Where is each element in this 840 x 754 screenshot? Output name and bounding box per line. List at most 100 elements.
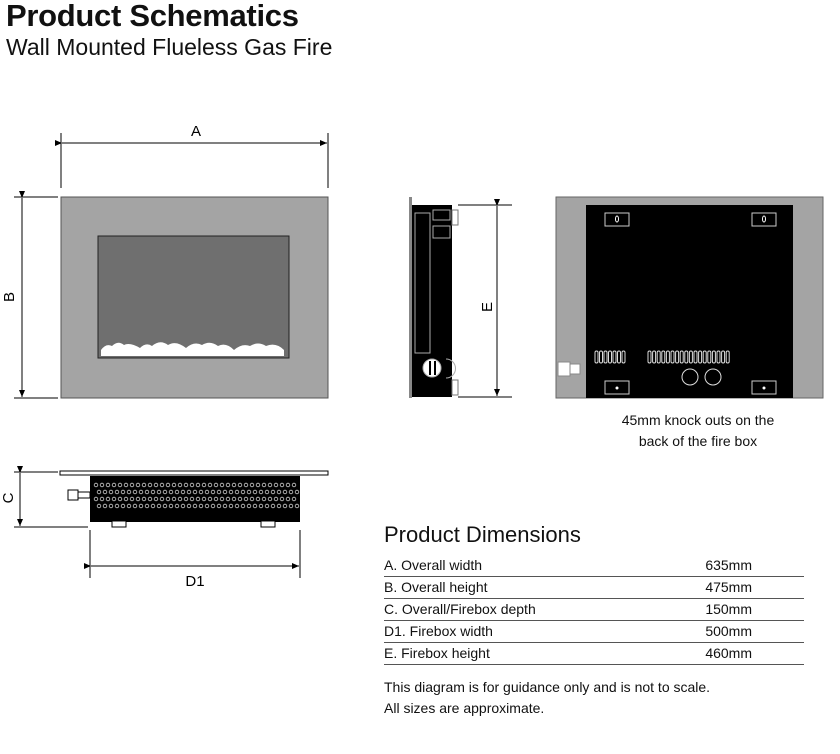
perforation-hole — [192, 503, 198, 509]
dimension-d1-label: D1 — [185, 573, 204, 590]
dimension-value: 475mm — [638, 576, 804, 599]
vent-slot — [721, 350, 726, 364]
perforation-hole — [120, 503, 126, 509]
dimension-label: A. Overall width — [384, 555, 639, 577]
perforation-hole — [195, 482, 201, 488]
perforation-hole — [159, 496, 165, 502]
perforation-hole — [258, 503, 264, 509]
perforation-hole — [261, 482, 267, 488]
perforation-hole — [198, 503, 204, 509]
perforation-hole — [219, 482, 225, 488]
vent-slot — [603, 350, 608, 364]
perforation-hole — [273, 482, 279, 488]
dimension-value: 460mm — [638, 642, 804, 665]
vent-slot — [725, 350, 730, 364]
perforation-hole — [93, 482, 99, 488]
top-view — [14, 466, 329, 578]
perforation-hole — [246, 489, 252, 495]
vent-slot — [621, 350, 626, 364]
perforation-hole — [165, 496, 171, 502]
perforation-hole — [111, 482, 117, 488]
perforation-hole — [195, 496, 201, 502]
perforation-hole — [141, 482, 147, 488]
perforation-hole — [228, 503, 234, 509]
perforation-hole — [189, 496, 195, 502]
back-view-note-line2: back of the fire box — [638, 433, 758, 449]
perforation-hole — [114, 503, 120, 509]
perforation-hole — [96, 503, 102, 509]
perforation-hole — [114, 489, 120, 495]
dimension-label: E. Firebox height — [384, 642, 639, 665]
perforation-hole — [105, 482, 111, 488]
dimension-value: 635mm — [638, 555, 804, 577]
perforation-hole — [162, 489, 168, 495]
perforation-hole — [147, 496, 153, 502]
perforation-hole — [186, 503, 192, 509]
vent-slot — [612, 350, 617, 364]
perforation-hole — [279, 496, 285, 502]
perforation-hole — [270, 489, 276, 495]
perforation-hole — [150, 489, 156, 495]
perforation-hole — [216, 503, 222, 509]
perforation-hole — [267, 496, 273, 502]
vent-slot — [661, 350, 666, 364]
perforation-hole — [261, 496, 267, 502]
footnote-line2: All sizes are approximate. — [384, 700, 545, 716]
perforation-hole — [231, 496, 237, 502]
perforation-hole — [174, 489, 180, 495]
perforation-hole — [138, 489, 144, 495]
dimension-label: C. Overall/Firebox depth — [384, 598, 639, 621]
perforation-hole — [294, 503, 300, 509]
vent-slot — [665, 350, 670, 364]
perforation-hole — [231, 482, 237, 488]
vent-slot — [711, 350, 716, 364]
perforation-hole — [258, 489, 264, 495]
perforation-hole — [102, 489, 108, 495]
vent-slot — [693, 350, 698, 364]
perforation-hole — [294, 489, 300, 495]
vent-slot — [599, 350, 603, 364]
perforation-hole — [267, 482, 273, 488]
perforation-hole — [108, 489, 114, 495]
perforation-hole — [99, 482, 105, 488]
perforation-hole — [162, 503, 168, 509]
perforation-hole — [111, 496, 117, 502]
perforation-hole — [204, 489, 210, 495]
perforation-hole — [240, 489, 246, 495]
dimension-value: 500mm — [638, 620, 804, 643]
perforation-hole — [210, 503, 216, 509]
perforation-hole — [180, 503, 186, 509]
perforation-hole — [165, 482, 171, 488]
perforation-hole — [282, 503, 288, 509]
perforation-hole — [279, 482, 285, 488]
side-view — [409, 197, 512, 398]
perforation-hole — [144, 503, 150, 509]
perforation-hole — [237, 496, 243, 502]
perforation-hole — [144, 489, 150, 495]
perforation-hole — [108, 503, 114, 509]
vent-slot — [647, 350, 652, 364]
perforation-hole — [273, 496, 279, 502]
perforation-hole — [138, 503, 144, 509]
back-view — [555, 196, 824, 399]
back-view-note: 45mm knock outs on the back of the fire … — [578, 410, 818, 452]
perforation-hole — [288, 489, 294, 495]
perforation-hole — [222, 503, 228, 509]
perforation-hole — [135, 496, 141, 502]
perforation-hole — [186, 489, 192, 495]
perforation-hole — [189, 482, 195, 488]
perforation-hole — [102, 503, 108, 509]
front-view — [14, 133, 329, 399]
perforation-hole — [276, 489, 282, 495]
perforation-hole — [117, 482, 123, 488]
perforation-hole — [153, 482, 159, 488]
perforation-hole — [243, 482, 249, 488]
perforation-hole — [120, 489, 126, 495]
dimension-label: D1. Firebox width — [384, 620, 639, 643]
perforation-hole — [216, 489, 222, 495]
vent-slot — [652, 350, 657, 364]
vent-slot — [688, 350, 693, 364]
